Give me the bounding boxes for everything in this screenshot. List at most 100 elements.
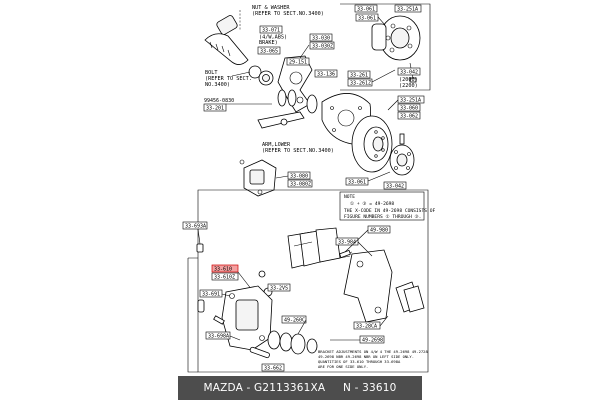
caption-bar: MAZDA - G2113361XA N - 33610 [178, 376, 422, 400]
code-box [335, 237, 359, 246]
drive-shaft [204, 10, 274, 86]
code-box [286, 57, 310, 66]
code-box [394, 4, 422, 13]
label-bolt-ref2: NO.3400) [205, 82, 230, 88]
code-29-151: 29-151 [289, 60, 307, 66]
label-2000: (2000) [399, 77, 418, 83]
code-box [211, 272, 239, 281]
code-box [354, 4, 378, 13]
code-box [353, 321, 381, 330]
code-33-060: 33-060 [400, 106, 418, 112]
code-box [267, 283, 291, 292]
code-33-061b: 33-061 [358, 16, 376, 22]
brake-disc [351, 115, 393, 173]
code-box [309, 41, 335, 50]
note-box: NOTE ① + ③ = 49-2698 THE X-CODE IN 49-26… [339, 191, 436, 221]
code-box [397, 95, 425, 104]
part-number-caption: MAZDA - G2113361XA N - 33610 [203, 382, 397, 394]
caliper-bracket [339, 249, 393, 323]
code-box [355, 13, 379, 22]
label-arm-lower: ARM,LOWER [262, 142, 291, 148]
code-box [199, 289, 223, 298]
piston-seals [267, 330, 318, 355]
code-box [314, 69, 338, 78]
code-33-030z: 33-030Z [312, 44, 333, 50]
code-33-042: 33-042 [400, 70, 418, 76]
code-box [205, 331, 231, 340]
code-box [281, 315, 307, 324]
code-33-251a-2: 33-251A [400, 98, 421, 104]
code-33-610z: 33-610Z [214, 275, 235, 281]
code-33-030: 33-030 [312, 36, 330, 42]
footnote-line4: ARE FOR ONE SIDE ONLY. [318, 364, 368, 369]
code-33-062: 33-062 [400, 114, 418, 120]
clip-part [258, 270, 266, 278]
code-box [397, 111, 421, 120]
caliper-body [221, 285, 273, 351]
code-49-980: 49-980 [370, 228, 388, 234]
code-box [367, 225, 391, 234]
footnote-line3: QUANTITIES OF 33-610 THROUGH 33-698A [318, 359, 401, 364]
code-box [397, 103, 421, 112]
anti-squeal-shim [395, 281, 425, 313]
code-box [203, 103, 227, 112]
footnote-line1: BRACKET ADJUSTMENTS ON 4/W 4 THE 49-2698… [318, 349, 428, 354]
slide-pin [249, 346, 270, 359]
wheel-hub-lower [389, 133, 415, 176]
code-33-28ca: 33-28CA [356, 324, 377, 330]
code-33-691: 33-691 [202, 292, 220, 298]
code-box [345, 177, 369, 186]
code-box [259, 25, 283, 34]
code-49-260c: 49-260C [284, 318, 305, 324]
code-33-080z: 33-080Z [290, 182, 311, 188]
code-33-136: 33-136 [317, 72, 335, 78]
code-33-251a: 33-251A [397, 7, 418, 13]
code-49-2698: 49-2698 [362, 338, 383, 344]
lower-arm [257, 111, 305, 129]
code-33-610: 33-610 [214, 267, 232, 273]
code-box-highlight [211, 264, 239, 273]
code-box [383, 181, 407, 190]
code-33-071: 33-071 [262, 28, 280, 34]
code-33-261: 33-261 [350, 73, 368, 79]
label-arm-lower-ref: (REFER TO SECT.NO.3400) [262, 148, 334, 154]
footnote: BRACKET ADJUSTMENTS ON 4/W 4 THE 49-2698… [318, 349, 428, 369]
code-33-201: 33-201 [206, 106, 224, 112]
note-line1: ① + ③ = 49-2698 [350, 201, 394, 207]
code-33-042-mid: 33-042 [386, 184, 404, 190]
code-99456-0830: 99456-0830 [204, 98, 234, 104]
code-box [347, 70, 371, 79]
guide-bolt [213, 315, 225, 325]
hub-assembly-top [371, 15, 421, 83]
code-33-061-mid: 33-061 [348, 180, 366, 186]
label-4w-abs: (4/W,ABS) [259, 35, 287, 41]
note-line2: THE X-CODE IN 49-2698 CONSISTS OF [344, 208, 436, 214]
code-33-080: 33-080 [290, 174, 308, 180]
note-line3: FIGURE NUMBERS ① THROUGH ③. [344, 214, 421, 220]
code-33-984: 33-984 [338, 240, 356, 246]
code-box [309, 33, 333, 42]
label-bolt-ref1: (REFER TO SECT. [205, 76, 252, 82]
code-box [287, 171, 311, 180]
code-33-662: 33-662 [264, 366, 282, 372]
label-brake: BRAKE) [259, 40, 278, 46]
code-box [347, 78, 373, 87]
brake-pads [287, 227, 341, 269]
code-33-261z: 33-261Z [350, 81, 371, 87]
code-33-693a: 33-693A [185, 224, 206, 230]
caliper-assembly-top [239, 159, 277, 197]
label-nut-washer-ref: (REFER TO SECT.NO.3400) [252, 11, 324, 17]
code-33-065: 33-065 [260, 49, 278, 55]
code-box [287, 179, 313, 188]
label-nut-washer: NUT & WASHER [252, 5, 290, 11]
label-bolt: BOLT [205, 70, 218, 76]
code-box [397, 67, 421, 76]
footnote-line2: 49-2698 NBR 49-2698 NBR ON LEFT SIDE ONL… [318, 354, 414, 359]
seal-rings [277, 89, 318, 114]
bleeder-screw [196, 243, 204, 253]
code-box [261, 363, 285, 372]
code-box [182, 221, 208, 230]
code-33-061: 33-061 [357, 7, 375, 13]
